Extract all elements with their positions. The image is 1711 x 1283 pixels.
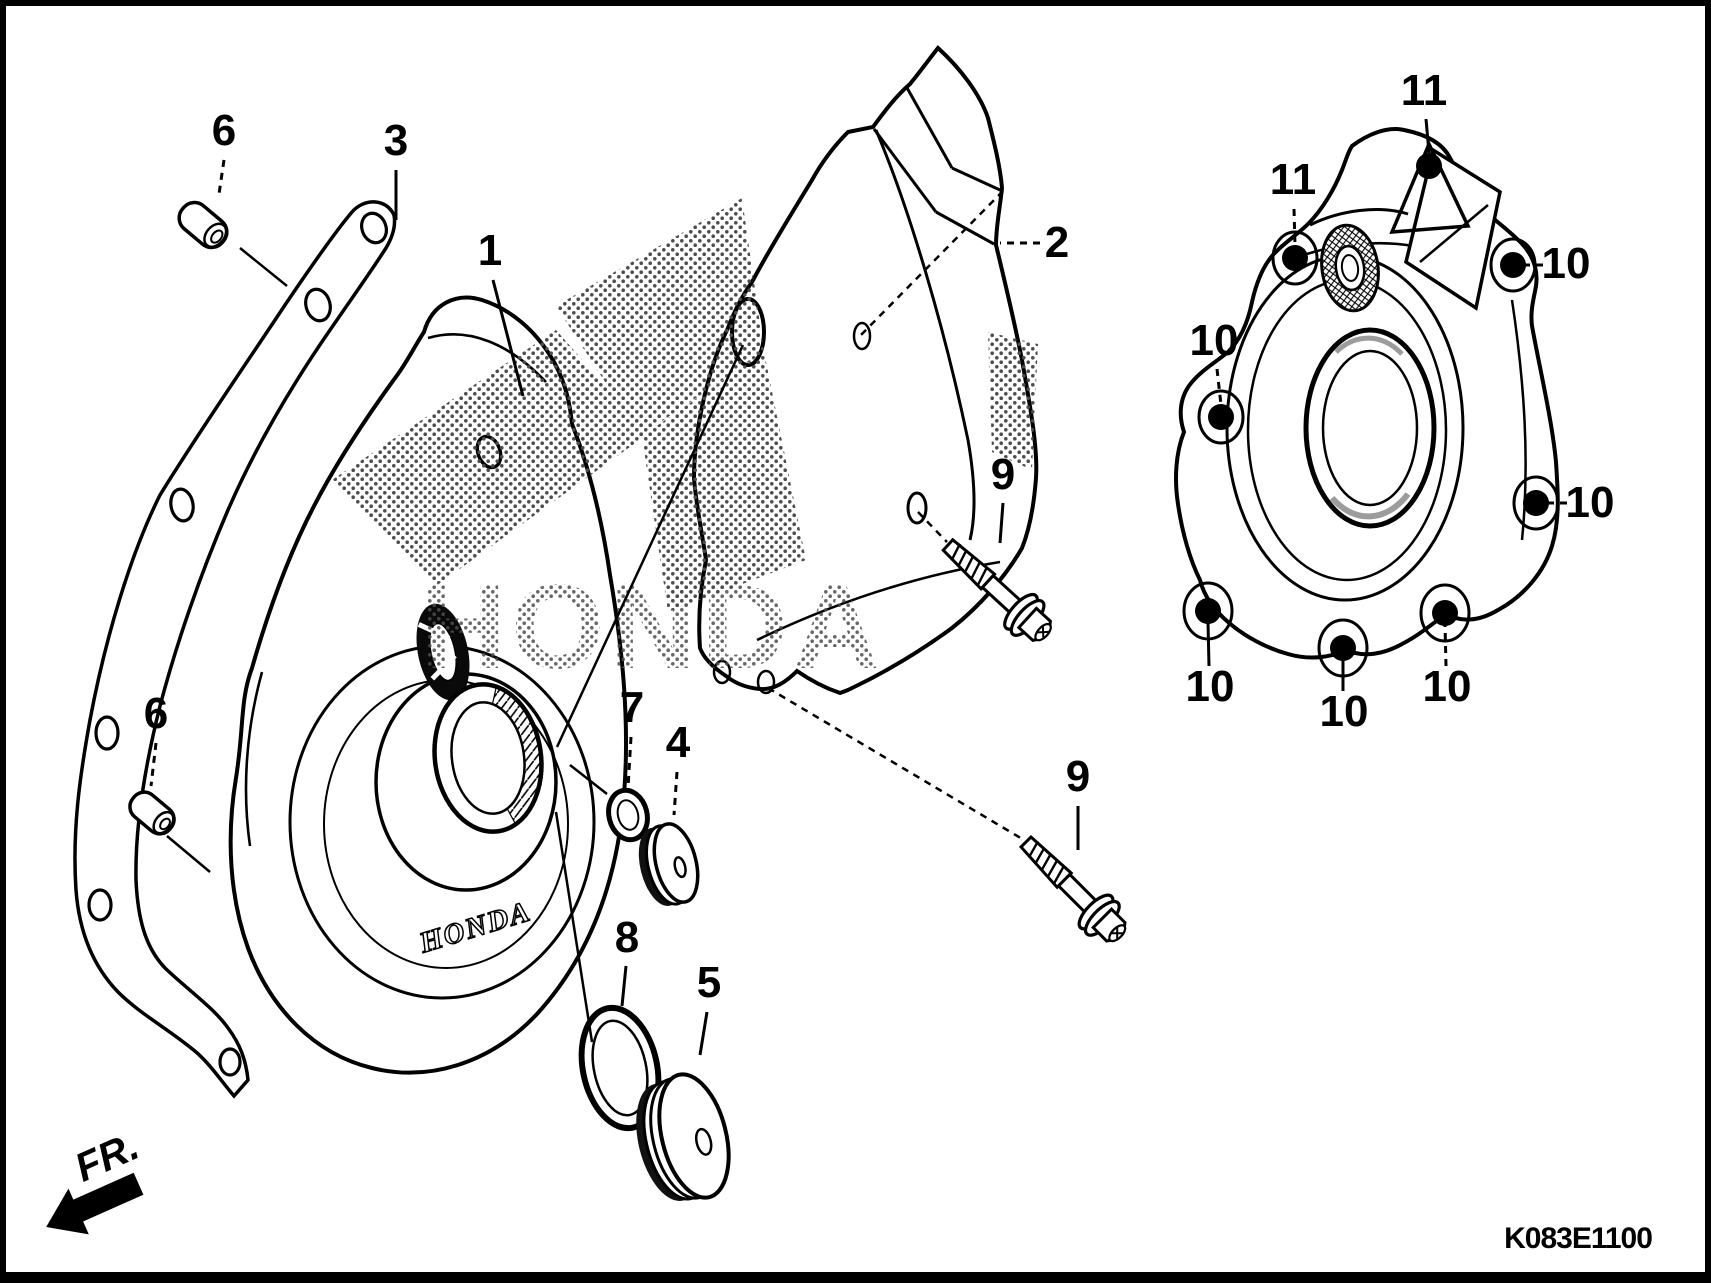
leader-line: [491, 279, 525, 397]
leader-line: [698, 1011, 709, 1056]
part-label-10-16: 10: [1186, 621, 1235, 711]
part-label-10-14: 10: [1523, 239, 1590, 288]
part-label-1-2: 1: [478, 226, 525, 397]
part-label-11-12: 11: [1270, 155, 1317, 246]
part-number-text: 6: [212, 106, 236, 155]
part-number-text: 3: [384, 116, 408, 165]
part-label-6-6: 6: [144, 689, 168, 787]
honda-watermark: HONDA: [420, 560, 885, 694]
part-number-text: 9: [991, 450, 1015, 499]
part-number-text: 5: [697, 958, 721, 1007]
part-label-10-13: 10: [1190, 316, 1239, 406]
part-label-3-1: 3: [384, 116, 408, 220]
part-label-10-18: 10: [1423, 623, 1472, 711]
part-6-dowel-pin-upper: [177, 200, 229, 250]
part-number-text: 10: [1566, 478, 1615, 527]
part-number-text: 11: [1270, 155, 1317, 204]
part-8-oring-large: [578, 1004, 662, 1132]
part-label-9-4: 9: [991, 450, 1015, 544]
inner-view-grommet: [1320, 223, 1380, 313]
inner-view-flap: [1404, 147, 1502, 311]
part-label-11-11: 11: [1401, 66, 1448, 154]
part-label-6-0: 6: [212, 106, 236, 195]
diagram-code: K083E1100: [1504, 1222, 1652, 1255]
part-label-2-3: 2: [1000, 218, 1069, 267]
part-5-cap-large: [636, 1072, 731, 1201]
part-number-text: 10: [1423, 662, 1472, 711]
fr-arrow-icon: [46, 1172, 144, 1235]
part-number-text: 11: [1401, 66, 1448, 115]
cover-inner-view: [1174, 127, 1560, 678]
leader-line: [1215, 368, 1223, 406]
part-number-text: 10: [1186, 662, 1235, 711]
leader-line: [620, 965, 628, 1007]
part-3-gasket: [73, 200, 397, 1099]
part-label-9-5: 9: [1066, 752, 1090, 850]
leader-line: [1424, 118, 1431, 154]
page-frame-bottom: [0, 1272, 1711, 1283]
leader-line: [217, 159, 226, 195]
part-number-text: 9: [1066, 752, 1090, 801]
part-6-dowel-pin-lower: [128, 790, 176, 836]
inner-view-bolt-holes: [1195, 153, 1549, 661]
part-label-8-9: 8: [615, 913, 639, 1007]
part-number-labels: 6 3 1 2 9 9 6 74 8 5 11 11 10 10 10 10 10 10: [144, 66, 1614, 1056]
part-number-text: 10: [1542, 239, 1591, 288]
cover-oil-seal: [416, 603, 470, 701]
leader-line: [1292, 208, 1297, 246]
leader-line: [1206, 621, 1211, 667]
part-label-10-15: 10: [1546, 478, 1614, 527]
part-number-text: 8: [615, 913, 639, 962]
part-number-text: 10: [1320, 687, 1369, 736]
cover-center-threaded-hole: [432, 682, 544, 834]
part-label-7-7: 7: [620, 683, 644, 789]
halftone-shading: [332, 198, 1038, 612]
part-number-text: 1: [478, 226, 502, 275]
part-number-text: 6: [144, 689, 168, 738]
part-number-text: 7: [620, 683, 644, 732]
part-7-oring-small: [606, 787, 650, 843]
part-label-10-17: 10: [1320, 660, 1369, 736]
leader-line: [626, 736, 633, 789]
part-label-4-8: 4: [666, 718, 691, 816]
part-label-5-10: 5: [697, 958, 721, 1056]
part-number-text: 2: [1045, 218, 1069, 267]
connector-lines: [166, 190, 1025, 1043]
leader-line: [998, 502, 1005, 544]
part-number-text: 4: [666, 718, 691, 767]
part-number-text: 10: [1190, 316, 1239, 365]
part-4-cap-small: [638, 822, 700, 906]
